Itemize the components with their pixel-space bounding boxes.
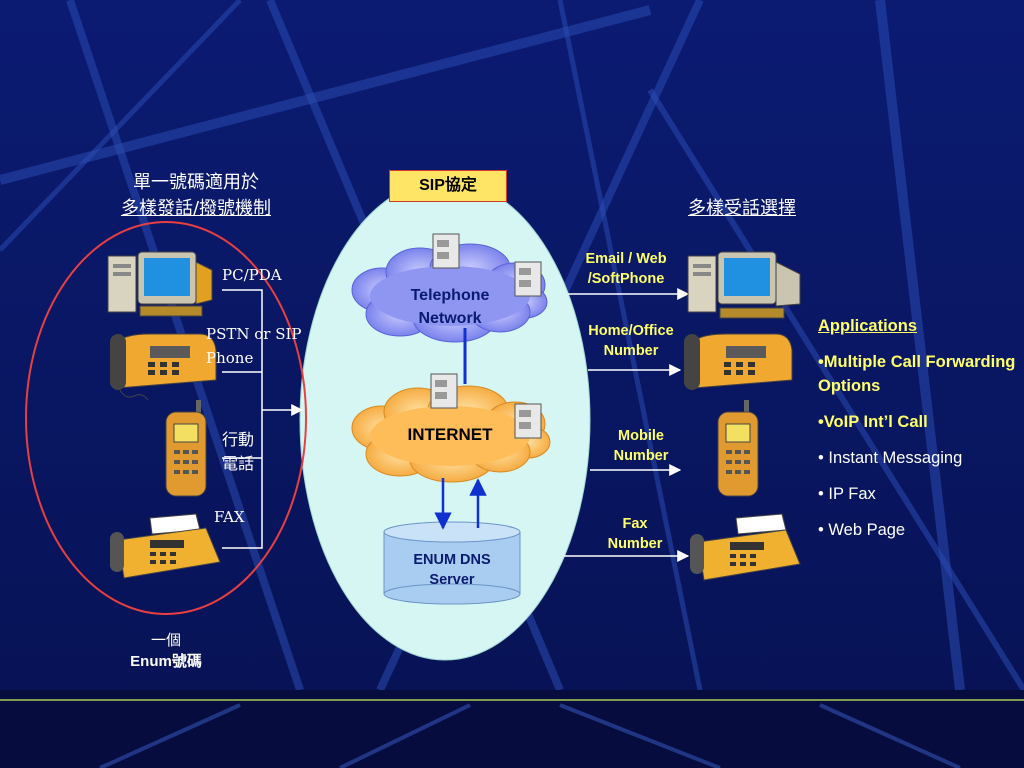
fax-route-line1: Fax — [622, 516, 648, 532]
enum-dns-server-cylinder — [383, 521, 521, 605]
enum-dns-server-line2: Server — [429, 572, 475, 588]
application-item: • Web Page — [818, 518, 1018, 542]
enum-caption-line1: 一個 — [150, 631, 181, 649]
application-item: • Instant Messaging — [818, 446, 1018, 470]
application-item-text: VoIP Int’l Call — [823, 413, 928, 431]
desk-phone-icon — [684, 333, 793, 390]
application-item: •Multiple Call Forwarding Options — [818, 350, 1018, 398]
telephone-network-line1: Telephone — [410, 287, 490, 304]
desk-phone-icon — [110, 333, 217, 401]
application-item-text: Web Page — [823, 521, 906, 539]
telephone-network-label: Telephone Network — [392, 284, 508, 330]
enum-dns-server-line1: ENUM DNS — [413, 552, 491, 568]
home-route-label: Home/Office Number — [572, 321, 690, 361]
fax-machine-icon — [110, 513, 221, 579]
email-route-line1: Email / Web — [585, 251, 667, 267]
bullet-icon: • — [818, 449, 824, 467]
mobile-phone-icon — [717, 400, 759, 497]
enum-caption: 一個 Enum號碼 — [106, 630, 226, 672]
computer-icon — [107, 251, 213, 317]
enum-caption-line2: Enum號碼 — [130, 653, 202, 670]
source-connector — [222, 289, 263, 549]
fax-route-line2: Number — [607, 536, 663, 552]
computer-icon — [687, 251, 801, 319]
application-item-text: Instant Messaging — [823, 449, 963, 467]
mobile-route-line1: Mobile — [618, 428, 664, 444]
mobile-phone-icon — [165, 400, 207, 497]
home-route-line2: Number — [603, 343, 659, 359]
enum-number-circle — [25, 221, 307, 615]
internet-cloud — [351, 385, 551, 483]
mobile-label: 行動 電話 — [222, 428, 254, 476]
bullet-icon: • — [818, 353, 824, 371]
email-route-line2: /SoftPhone — [587, 271, 665, 287]
mobile-route-label: Mobile Number — [586, 426, 696, 466]
application-item: • IP Fax — [818, 482, 1018, 506]
telephone-network-cloud — [351, 243, 548, 343]
internet-label: INTERNET — [407, 425, 493, 444]
home-route-line1: Home/Office — [588, 323, 674, 339]
applications-title: Applications — [818, 317, 918, 335]
mobile-route-line2: Number — [613, 448, 669, 464]
server-icon — [430, 373, 458, 409]
footer-stripes — [99, 703, 961, 768]
bullet-icon: • — [818, 485, 824, 503]
left-header-line1: 單一號碼適用於 — [133, 172, 259, 193]
pstn-phone-label-line2: Phone — [206, 349, 254, 367]
fax-machine-icon — [690, 513, 801, 581]
bullet-icon: • — [818, 413, 824, 431]
mobile-label-line2: 電話 — [222, 454, 255, 473]
footer-band — [0, 690, 1024, 768]
telephone-network-line2: Network — [418, 310, 482, 327]
mobile-label-line1: 行動 — [222, 430, 255, 449]
left-header: 單一號碼適用於 多樣發話/撥號機制 — [96, 170, 296, 222]
server-icon — [514, 261, 542, 297]
fax-label: FAX — [214, 508, 245, 526]
email-route-label: Email / Web /SoftPhone — [568, 249, 684, 289]
applications-list: Applications •Multiple Call Forwarding O… — [818, 314, 1018, 542]
right-header: 多樣受話選擇 — [688, 198, 796, 219]
pstn-phone-label: PSTN or SIP Phone — [206, 322, 302, 370]
server-icon — [432, 233, 460, 269]
bullet-icon: • — [818, 521, 824, 539]
applications-items: •Multiple Call Forwarding Options•VoIP I… — [818, 350, 1018, 542]
pstn-phone-label-line1: PSTN or SIP — [206, 325, 302, 343]
enum-dns-server-label: ENUM DNS Server — [392, 550, 512, 590]
pc-pda-label: PC/PDA — [222, 266, 282, 284]
server-icon — [514, 403, 542, 439]
application-item: •VoIP Int’l Call — [818, 410, 1018, 434]
fax-route-label: Fax Number — [580, 514, 690, 554]
application-item-text: Multiple Call Forwarding Options — [818, 353, 1016, 395]
sip-protocol-box: SIP協定 — [389, 170, 507, 202]
application-item-text: IP Fax — [823, 485, 876, 503]
left-header-line2: 多樣發話/撥號機制 — [120, 198, 272, 219]
